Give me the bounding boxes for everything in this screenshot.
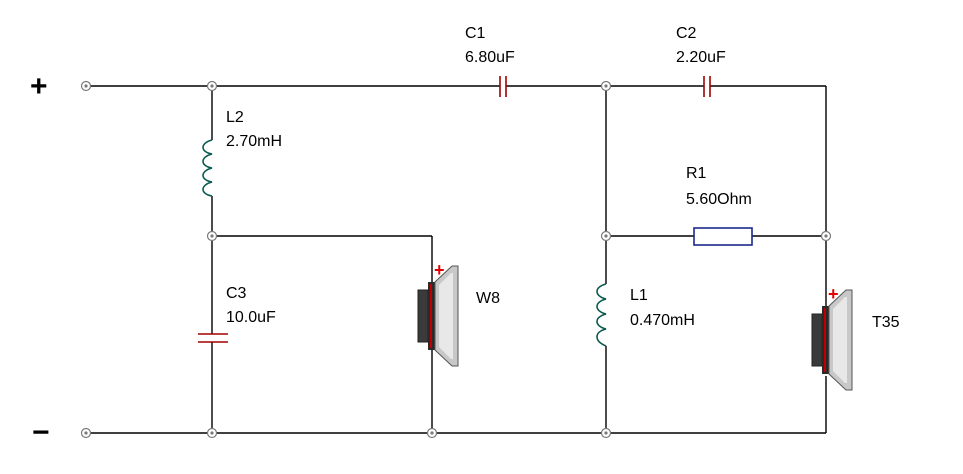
r1-name-label: R1	[686, 165, 707, 182]
resistor-r1[interactable]	[693, 227, 753, 246]
c2-name-label: C2	[676, 25, 697, 42]
capacitor-c3[interactable]	[198, 333, 228, 343]
junction-node	[206, 80, 218, 92]
c1-name-label: C1	[465, 25, 486, 42]
c3-name-label: C3	[226, 285, 247, 302]
t35-polarity-mark: +	[828, 284, 839, 304]
r1-value-label: 5.60Ohm	[686, 191, 752, 208]
c3-value-label: 10.0uF	[226, 309, 276, 326]
c2-value-label: 2.20uF	[676, 49, 726, 66]
junction-node	[600, 230, 612, 242]
junction-node	[600, 80, 612, 92]
c1-value-label: 6.80uF	[465, 49, 515, 66]
w8-name-label: W8	[476, 290, 500, 307]
terminal-node-negative[interactable]	[80, 427, 92, 439]
capacitor-c1[interactable]	[499, 76, 507, 97]
w8-polarity-mark: +	[434, 260, 445, 280]
l1-value-label: 0.470mH	[630, 312, 695, 329]
junction-node	[206, 230, 218, 242]
positive-terminal-symbol: +	[30, 70, 48, 103]
t35-name-label: T35	[872, 314, 900, 331]
l2-name-label: L2	[226, 109, 244, 126]
wires	[86, 85, 827, 434]
speaker-w8[interactable]: +	[417, 260, 459, 367]
junction-node	[426, 427, 438, 439]
junction-node	[206, 427, 218, 439]
l2-value-label: 2.70mH	[226, 133, 282, 150]
l1-name-label: L1	[630, 287, 648, 304]
junction-node	[600, 427, 612, 439]
junction-node	[820, 230, 832, 242]
negative-terminal-symbol: −	[32, 416, 50, 449]
capacitor-c2[interactable]	[703, 76, 711, 97]
inductor-l1[interactable]	[596, 283, 607, 347]
speaker-t35[interactable]: +	[811, 284, 853, 391]
terminal-node-positive[interactable]	[80, 80, 92, 92]
inductor-l2[interactable]	[202, 139, 213, 197]
